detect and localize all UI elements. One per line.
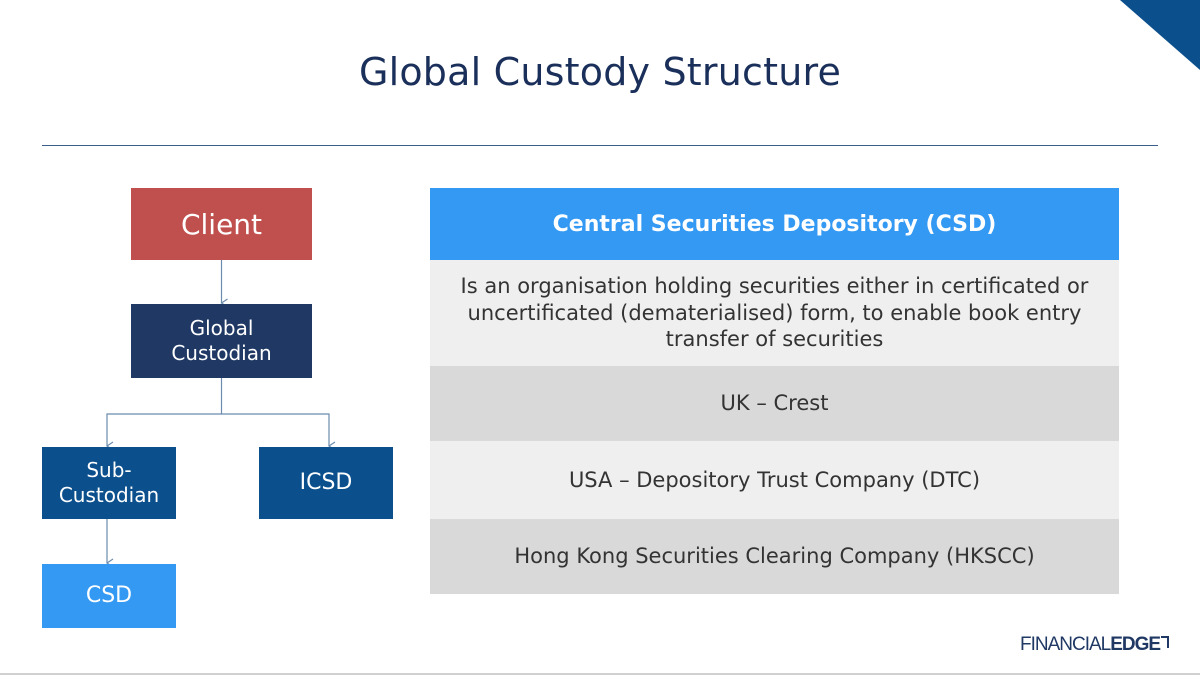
csd-table-header: Central Securities Depository (CSD) [430,188,1119,260]
logo-text-bold: EDGE [1110,634,1161,655]
connector-global-to-icsd [221,413,330,446]
csd-definition-row: Is an organisation holding securities ei… [430,260,1119,366]
table-row: Hong Kong Securities Clearing Company (H… [430,519,1119,594]
corner-decoration [1120,0,1200,70]
icsd-box: ICSD [259,447,393,519]
slide-title: Global Custody Structure [358,50,842,94]
csd-table: Central Securities Depository (CSD) Is a… [430,188,1119,594]
global-custodian-box: Global Custodian [131,304,312,378]
sub-custodian-box: Sub- Custodian [42,447,176,519]
client-box: Client [131,188,312,260]
connector-global-branch [107,378,223,446]
bottom-border [0,673,1200,675]
logo-corner-icon [1161,636,1170,648]
csd-box: CSD [42,564,176,628]
table-row: USA – Depository Trust Company (DTC) [430,441,1119,519]
table-row: UK – Crest [430,366,1119,441]
title-divider [42,145,1158,146]
logo-text-light: FINANCIAL [1020,634,1111,655]
